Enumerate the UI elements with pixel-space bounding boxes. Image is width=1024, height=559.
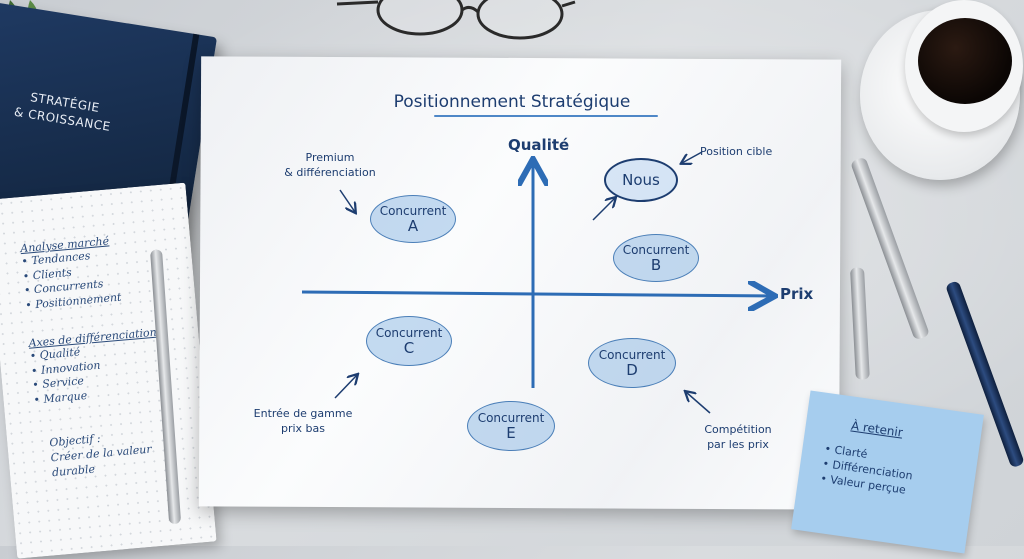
bubble-c-name: Concurrent bbox=[375, 326, 443, 340]
note-premium: Premium & différenciation bbox=[275, 150, 385, 180]
arrow-price-comp bbox=[686, 392, 711, 414]
title-underline bbox=[434, 115, 658, 117]
arrow-nous bbox=[592, 198, 615, 221]
coffee bbox=[918, 18, 1012, 104]
note-entry-line1: Entrée de gamme bbox=[253, 407, 353, 420]
diagram-title: Positionnement Stratégique bbox=[393, 92, 631, 112]
bubble-c-letter: C bbox=[403, 339, 415, 357]
bubble-concurrent-a: Concurrent A bbox=[370, 195, 456, 243]
x-axis-label: Prix bbox=[780, 285, 814, 303]
bubble-concurrent-c: Concurrent C bbox=[366, 316, 452, 366]
sticky-note: À retenir Clarté Différenciation Valeur … bbox=[791, 390, 984, 554]
bubble-nous-label: Nous bbox=[622, 170, 660, 189]
arrow-target bbox=[682, 151, 703, 163]
bubble-concurrent-b: Concurrent B bbox=[613, 234, 699, 282]
bubble-d-name: Concurrent bbox=[598, 348, 666, 362]
bubble-nous: Nous bbox=[604, 158, 678, 202]
note-target: Position cible bbox=[700, 145, 773, 158]
bubble-b-name: Concurrent bbox=[622, 243, 690, 257]
note-price-comp-line2: par les prix bbox=[707, 438, 769, 451]
sticky-list: Clarté Différenciation Valeur perçue bbox=[819, 441, 915, 498]
note-premium-line1: Premium bbox=[305, 151, 355, 164]
arrow-entry bbox=[334, 375, 357, 399]
diagram-axes bbox=[301, 151, 1024, 414]
note-entry-line2: prix bas bbox=[280, 422, 326, 435]
note-price-comp-line1: Compétition bbox=[704, 423, 772, 436]
bubble-a-letter: A bbox=[407, 217, 419, 235]
bubble-concurrent-d: Concurrent D bbox=[588, 338, 676, 388]
note-entry: Entrée de gamme prix bas bbox=[248, 406, 358, 436]
bubble-b-letter: B bbox=[650, 256, 662, 274]
bubble-a-name: Concurrent bbox=[379, 204, 447, 218]
bubble-e-name: Concurrent bbox=[477, 411, 545, 425]
y-axis-label: Qualité bbox=[508, 136, 570, 154]
bubble-d-letter: D bbox=[626, 361, 638, 379]
note-price-competition: Compétition par les prix bbox=[688, 422, 788, 452]
bubble-e-letter: E bbox=[506, 424, 516, 442]
sticky-title: À retenir bbox=[850, 418, 904, 440]
x-axis-line bbox=[301, 292, 772, 296]
arrow-premium bbox=[339, 189, 355, 212]
glasses-icon bbox=[336, 0, 576, 40]
note-premium-line2: & différenciation bbox=[284, 166, 376, 179]
bubble-concurrent-e: Concurrent E bbox=[467, 401, 555, 451]
